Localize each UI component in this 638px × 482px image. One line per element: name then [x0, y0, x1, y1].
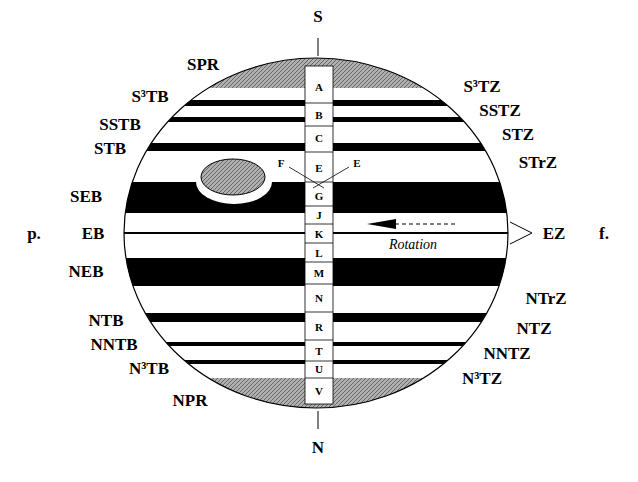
rotation-label: Rotation: [389, 238, 437, 252]
strip-letter: M: [314, 268, 324, 279]
polar-label: SPR: [187, 56, 219, 73]
strip-letter: J: [316, 210, 322, 221]
belt-label: S³TB: [131, 88, 168, 105]
zone-label: EZ: [543, 225, 566, 242]
direction-label: f.: [599, 225, 609, 242]
direction-label: p.: [27, 225, 41, 242]
strip-letter: C: [315, 133, 323, 144]
strip-letter: U: [315, 364, 323, 375]
zone-label: NTrZ: [525, 290, 566, 307]
zone-label: STrZ: [519, 154, 557, 171]
strip-letter: K: [315, 229, 324, 240]
strip-letter: N: [315, 293, 323, 304]
compass-label: N: [312, 439, 324, 456]
strip-letter: L: [315, 248, 322, 259]
callout-letter: F: [278, 158, 285, 169]
belt-label: NTB: [89, 312, 124, 329]
compass-label: S: [313, 8, 322, 25]
strip-letter: B: [315, 110, 322, 121]
zone-label: S³TZ: [463, 78, 500, 95]
belt-label: SSTB: [99, 116, 141, 133]
strip-letter: G: [315, 191, 324, 202]
belt-label: EB: [82, 225, 105, 242]
zone-label: N³TZ: [462, 370, 502, 387]
zone-label: STZ: [502, 126, 534, 143]
strip-letter: E: [315, 163, 322, 174]
zone-label: NNTZ: [483, 345, 530, 362]
callout-letter: E: [353, 158, 360, 169]
belt-label: STB: [94, 140, 126, 157]
strip-letter: T: [315, 346, 322, 357]
zone-label: SSTZ: [479, 102, 521, 119]
belt-label: N³TB: [129, 360, 169, 377]
belt-label: NEB: [69, 263, 104, 280]
belt-label: SEB: [70, 188, 102, 205]
zone-label: NTZ: [517, 320, 552, 337]
polar-label: NPR: [173, 392, 208, 409]
strip-letter: V: [315, 386, 323, 397]
belt-label: NNTB: [90, 336, 137, 353]
strip-letter: R: [315, 322, 323, 333]
strip-letter: A: [315, 82, 323, 93]
